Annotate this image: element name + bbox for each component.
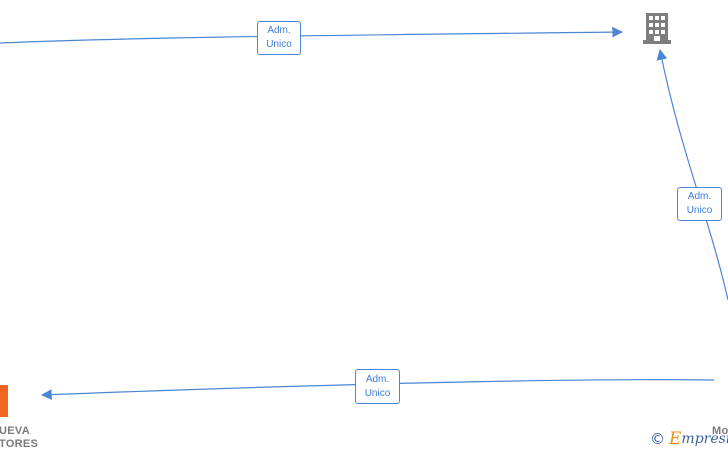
edge-label-2[interactable]: Adm. Unico (677, 187, 722, 221)
edge-role-line1: Adm. (365, 373, 390, 385)
edge-label-1[interactable]: Adm. Unico (257, 21, 301, 55)
edge-role-line2: Unico (364, 387, 391, 399)
edge-line-1 (0, 26, 624, 44)
edge-role-line2: Unico (686, 205, 713, 216)
node-label-right: Mo (712, 425, 728, 437)
edge-role-line2: Unico (266, 39, 292, 50)
watermark: © E mpresia (650, 429, 728, 449)
brand-logo-initial: E (669, 429, 682, 449)
brand-logo-text: mpresia (681, 431, 728, 447)
edge-line-2 (656, 48, 728, 301)
edge-role-line1: Adm. (687, 191, 712, 202)
building-icon (643, 13, 671, 44)
building-icon (0, 385, 8, 417)
edge-role-line1: Adm. (267, 25, 291, 36)
edge-label-3[interactable]: Adm. Unico (355, 369, 400, 404)
copyright-icon: © (650, 430, 665, 448)
node-label-bottom-left: UEVA TORES (0, 425, 39, 450)
edge-line-3 (40, 379, 715, 401)
